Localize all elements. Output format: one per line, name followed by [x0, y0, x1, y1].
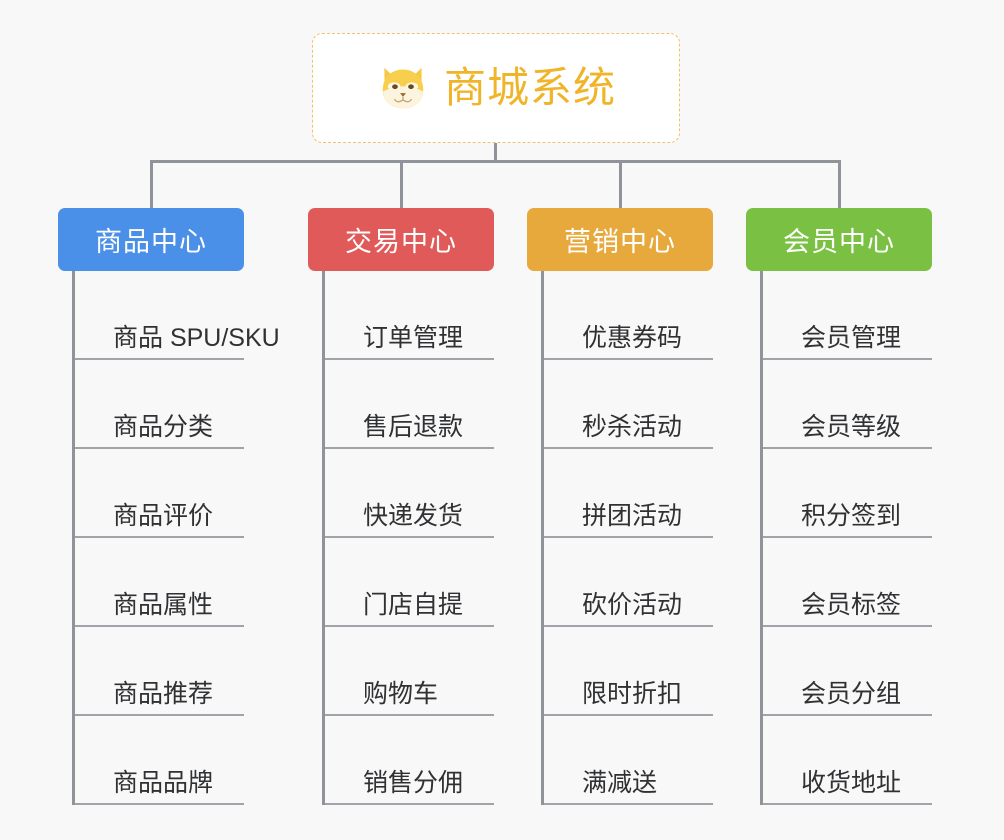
list-item[interactable]: 收货地址 [763, 716, 932, 805]
list-item[interactable]: 购物车 [325, 627, 494, 716]
leaf-label: 秒杀活动 [582, 412, 683, 441]
connector-drop-2 [400, 160, 403, 208]
list-item[interactable]: 限时折扣 [544, 627, 713, 716]
list-item[interactable]: 商品分类 [75, 360, 244, 449]
leaf-label: 商品推荐 [113, 679, 214, 708]
list-item[interactable]: 会员标签 [763, 538, 932, 627]
leaf-label: 优惠券码 [582, 323, 683, 352]
leaf-label: 商品属性 [113, 590, 214, 619]
leaf-label: 限时折扣 [582, 679, 683, 708]
root-node[interactable]: 商城系统 [312, 33, 680, 143]
connector-drop-3 [619, 160, 622, 208]
leaf-list-4: 会员管理 会员等级 积分签到 会员标签 会员分组 收货地址 [760, 271, 932, 805]
connector-horizontal-bus [150, 160, 841, 163]
branch-column-3: 营销中心 优惠券码 秒杀活动 拼团活动 砍价活动 限时折扣 满减送 [527, 208, 713, 805]
list-item[interactable]: 商品品牌 [75, 716, 244, 805]
leaf-list-3: 优惠券码 秒杀活动 拼团活动 砍价活动 限时折扣 满减送 [541, 271, 713, 805]
list-item[interactable]: 优惠券码 [544, 271, 713, 360]
branch-header-3[interactable]: 营销中心 [527, 208, 713, 271]
list-item[interactable]: 砍价活动 [544, 538, 713, 627]
list-item[interactable]: 积分签到 [763, 449, 932, 538]
leaf-label: 会员等级 [801, 412, 902, 441]
leaf-label: 快递发货 [363, 501, 464, 530]
leaf-label: 砍价活动 [582, 590, 683, 619]
leaf-label: 购物车 [363, 679, 439, 708]
branch-column-1: 商品中心 商品 SPU/SKU 商品分类 商品评价 商品属性 商品推荐 商品品牌 [58, 208, 280, 805]
list-item[interactable]: 销售分佣 [325, 716, 494, 805]
leaf-label: 门店自提 [363, 590, 464, 619]
list-item[interactable]: 商品评价 [75, 449, 244, 538]
leaf-label: 拼团活动 [582, 501, 683, 530]
leaf-label: 商品分类 [113, 412, 214, 441]
list-item[interactable]: 商品 SPU/SKU [75, 271, 280, 360]
list-item[interactable]: 售后退款 [325, 360, 494, 449]
leaf-label: 会员管理 [801, 323, 902, 352]
leaf-label: 收货地址 [801, 768, 902, 797]
list-item[interactable]: 会员分组 [763, 627, 932, 716]
leaf-label: 会员标签 [801, 590, 902, 619]
list-item[interactable]: 满减送 [544, 716, 713, 805]
list-item[interactable]: 快递发货 [325, 449, 494, 538]
leaf-label: 售后退款 [363, 412, 464, 441]
branch-header-1[interactable]: 商品中心 [58, 208, 244, 271]
leaf-label: 满减送 [582, 768, 658, 797]
branch-header-2[interactable]: 交易中心 [308, 208, 494, 271]
connector-root-stem [494, 143, 497, 162]
connector-drop-4 [838, 160, 841, 208]
root-title: 商城系统 [443, 64, 616, 111]
branch-column-4: 会员中心 会员管理 会员等级 积分签到 会员标签 会员分组 收货地址 [746, 208, 932, 805]
leaf-label: 商品评价 [113, 501, 214, 530]
leaf-list-1: 商品 SPU/SKU 商品分类 商品评价 商品属性 商品推荐 商品品牌 [72, 271, 280, 805]
leaf-label: 销售分佣 [363, 768, 464, 797]
list-item[interactable]: 会员等级 [763, 360, 932, 449]
list-item[interactable]: 商品属性 [75, 538, 244, 627]
leaf-label: 订单管理 [363, 323, 464, 352]
list-item[interactable]: 会员管理 [763, 271, 932, 360]
list-item[interactable]: 拼团活动 [544, 449, 713, 538]
shiba-dog-icon [382, 67, 424, 109]
list-item[interactable]: 订单管理 [325, 271, 494, 360]
leaf-list-2: 订单管理 售后退款 快递发货 门店自提 购物车 销售分佣 [322, 271, 494, 805]
list-item[interactable]: 商品推荐 [75, 627, 244, 716]
branch-column-2: 交易中心 订单管理 售后退款 快递发货 门店自提 购物车 销售分佣 [308, 208, 494, 805]
leaf-label: 商品 SPU/SKU [113, 323, 280, 352]
leaf-label: 积分签到 [801, 501, 902, 530]
branch-header-4[interactable]: 会员中心 [746, 208, 932, 271]
leaf-label: 商品品牌 [113, 768, 214, 797]
connector-drop-1 [150, 160, 153, 208]
list-item[interactable]: 秒杀活动 [544, 360, 713, 449]
leaf-label: 会员分组 [801, 679, 902, 708]
list-item[interactable]: 门店自提 [325, 538, 494, 627]
